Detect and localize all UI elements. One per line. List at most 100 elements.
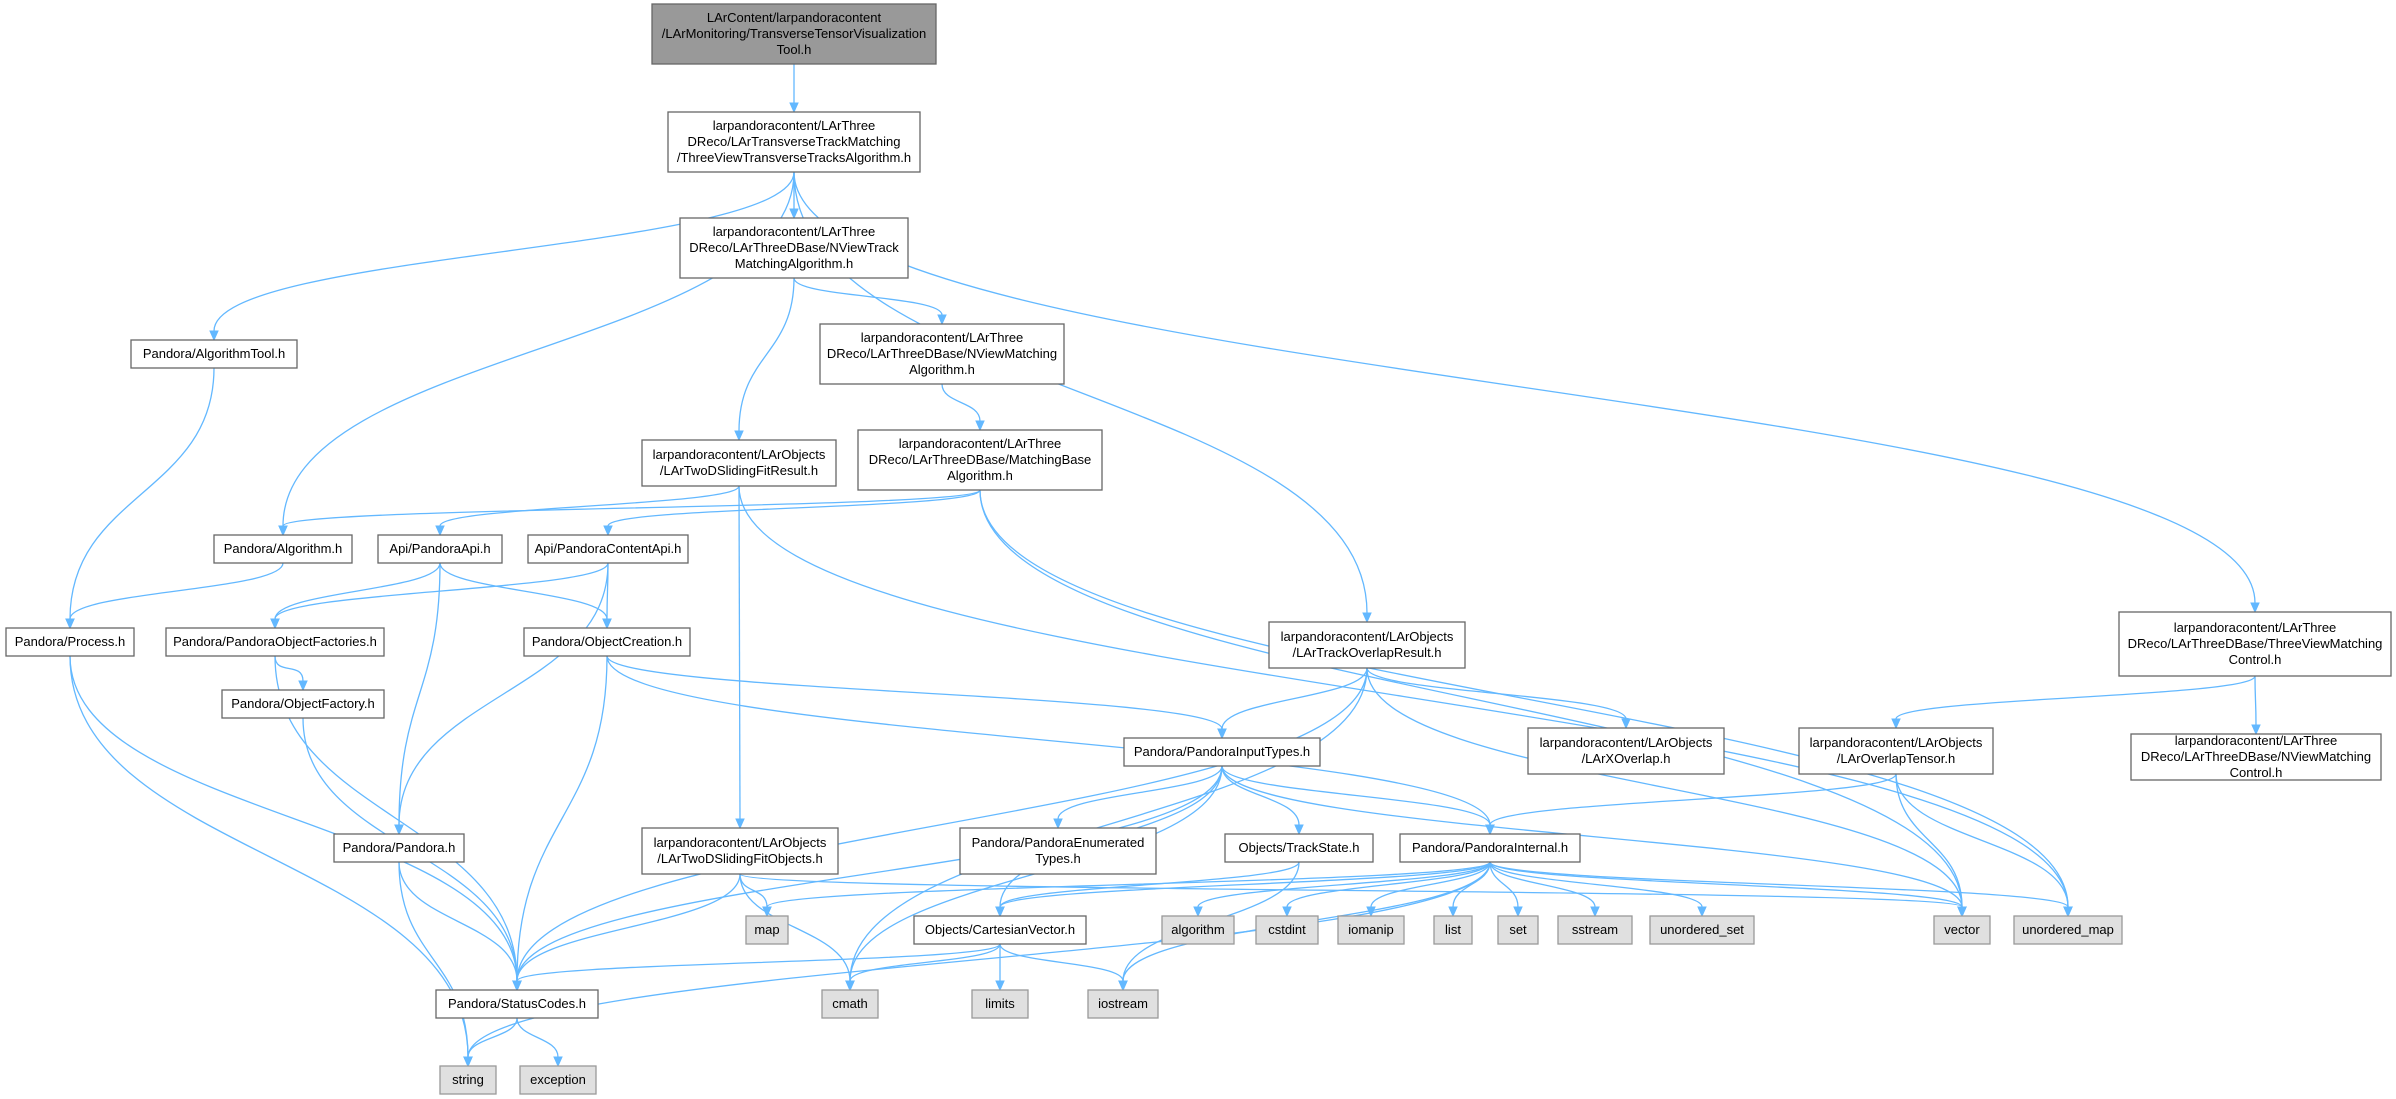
node-umap: unordered_map xyxy=(2013,915,2123,945)
node-label-line: sstream xyxy=(1572,922,1618,937)
node-label-line: DReco/LArThreeDBase/MatchingBase xyxy=(869,452,1092,467)
node-label-line: Api/PandoraContentApi.h xyxy=(535,541,682,556)
node-box xyxy=(5,627,135,657)
node-tvmc[interactable]: larpandoracontent/LArThreeDReco/LArThree… xyxy=(2118,611,2392,677)
node-cv[interactable]: Objects/CartesianVector.h xyxy=(913,915,1087,945)
nodes-layer: LArContent/larpandoracontent/LArMonitori… xyxy=(5,3,2392,1095)
edge-line xyxy=(274,655,304,682)
edge-oc-to-pit xyxy=(606,655,1227,740)
node-label-line: larpandoracontent/LArObjects xyxy=(654,835,827,850)
node-pit[interactable]: Pandora/PandoraInputTypes.h xyxy=(1123,737,1321,767)
node-label-line: Pandora/ObjectFactory.h xyxy=(231,696,375,711)
edge-root-to-ttm xyxy=(789,64,799,114)
node-ts[interactable]: Objects/TrackState.h xyxy=(1224,833,1374,863)
node-box xyxy=(1161,915,1235,945)
node-box xyxy=(971,989,1029,1019)
edge-arrowhead xyxy=(1448,906,1458,918)
edge-capi-to-pandora xyxy=(394,562,609,836)
node-proc[interactable]: Pandora/Process.h xyxy=(5,627,135,657)
node-capi[interactable]: Api/PandoraContentApi.h xyxy=(527,534,689,564)
edge-arrowhead xyxy=(937,314,947,326)
edge-line xyxy=(606,655,1491,826)
node-label-line: DReco/LArThreeDBase/NViewTrack xyxy=(689,240,899,255)
node-box xyxy=(1557,915,1633,945)
node-box xyxy=(1337,915,1405,945)
node-api[interactable]: Api/PandoraApi.h xyxy=(377,534,503,564)
edge-arrowhead xyxy=(65,618,75,630)
node-box xyxy=(1255,915,1319,945)
node-alg[interactable]: Pandora/Algorithm.h xyxy=(213,534,353,564)
node-label-line: larpandoracontent/LArObjects xyxy=(653,447,826,462)
node-box xyxy=(913,915,1087,945)
node-label-line: Api/PandoraApi.h xyxy=(389,541,490,556)
node-algorithm: algorithm xyxy=(1161,915,1235,945)
node-ot[interactable]: larpandoracontent/LArObjects/LArOverlapT… xyxy=(1798,727,1994,775)
edge-mba-to-capi xyxy=(603,489,981,537)
node-label-line: Objects/TrackState.h xyxy=(1239,840,1360,855)
node-algtool[interactable]: Pandora/AlgorithmTool.h xyxy=(130,339,298,369)
node-label-line: list xyxy=(1445,922,1461,937)
node-label-line: MatchingAlgorithm.h xyxy=(735,256,854,271)
edge-pi-to-string xyxy=(463,861,1491,1068)
edge-arrowhead xyxy=(735,818,745,830)
edge-line xyxy=(999,861,1491,908)
node-set: set xyxy=(1497,915,1539,945)
node-box xyxy=(221,689,385,719)
edge-line xyxy=(516,765,1223,982)
edge-line xyxy=(2254,675,2257,726)
node-ttm[interactable]: larpandoracontent/LArThreeDReco/LArTrans… xyxy=(667,111,921,173)
node-label-line: larpandoracontent/LArThree xyxy=(2174,620,2337,635)
edge-line xyxy=(1489,861,1703,908)
edge-line xyxy=(1221,667,1368,730)
node-exception: exception xyxy=(519,1065,597,1095)
node-list: list xyxy=(1433,915,1473,945)
edge-tdsfo-to-sc xyxy=(512,873,741,992)
node-label-line: Objects/CartesianVector.h xyxy=(925,922,1075,937)
edge-pit-to-ts xyxy=(1221,765,1304,836)
edge-arrowhead xyxy=(789,102,799,114)
edge-cv-to-sc xyxy=(512,943,1001,992)
node-pandora[interactable]: Pandora/Pandora.h xyxy=(333,833,465,863)
edge-line xyxy=(274,562,441,620)
node-tdsfr[interactable]: larpandoracontent/LArObjects/LArTwoDSlid… xyxy=(641,439,837,487)
edge-pi-to-map xyxy=(762,861,1491,918)
node-sc[interactable]: Pandora/StatusCodes.h xyxy=(435,989,599,1019)
node-label-line: unordered_map xyxy=(2022,922,2114,937)
edge-pi-to-vector xyxy=(1489,861,1967,918)
node-label-line: Pandora/Pandora.h xyxy=(343,840,456,855)
edge-line xyxy=(1366,667,1627,720)
edge-cv-to-cmath xyxy=(845,943,1001,992)
node-root[interactable]: LArContent/larpandoracontent/LArMonitori… xyxy=(651,3,937,65)
edge-api-to-oc xyxy=(439,562,612,630)
edge-line xyxy=(1489,861,2069,908)
node-box xyxy=(1798,727,1994,775)
node-box xyxy=(821,989,879,1019)
edge-line xyxy=(1489,773,1897,826)
node-xo[interactable]: larpandoracontent/LArObjects/LArXOverlap… xyxy=(1527,727,1725,775)
node-oc[interactable]: Pandora/ObjectCreation.h xyxy=(523,627,691,657)
node-mba[interactable]: larpandoracontent/LArThreeDReco/LArThree… xyxy=(857,429,1103,491)
node-tor[interactable]: larpandoracontent/LArObjects/LArTrackOve… xyxy=(1268,621,1466,669)
edge-pi-to-cstdint xyxy=(1282,861,1491,918)
node-nvtm[interactable]: larpandoracontent/LArThreeDReco/LArThree… xyxy=(679,217,909,279)
edge-line xyxy=(1221,765,1491,826)
node-tdsfo[interactable]: larpandoracontent/LArObjects/LArTwoDSlid… xyxy=(641,827,839,875)
node-box xyxy=(1087,989,1159,1019)
node-nvmc[interactable]: larpandoracontent/LArThreeDReco/LArThree… xyxy=(2130,733,2382,781)
node-of[interactable]: Pandora/ObjectFactory.h xyxy=(221,689,385,719)
node-pof[interactable]: Pandora/PandoraObjectFactories.h xyxy=(165,627,385,657)
node-pi[interactable]: Pandora/PandoraInternal.h xyxy=(1399,833,1581,863)
edge-line xyxy=(398,562,609,826)
edge-line xyxy=(398,861,469,1058)
edge-arrowhead xyxy=(435,525,445,537)
node-box xyxy=(213,534,353,564)
node-nvm[interactable]: larpandoracontent/LArThreeDReco/LArThree… xyxy=(819,323,1065,385)
node-label-line: unordered_set xyxy=(1660,922,1744,937)
edge-pi-to-iomanip xyxy=(1366,861,1491,918)
node-box xyxy=(523,627,691,657)
node-box xyxy=(439,1065,497,1095)
node-label-line: iomanip xyxy=(1348,922,1394,937)
node-box xyxy=(641,439,837,487)
node-box xyxy=(2130,733,2382,781)
